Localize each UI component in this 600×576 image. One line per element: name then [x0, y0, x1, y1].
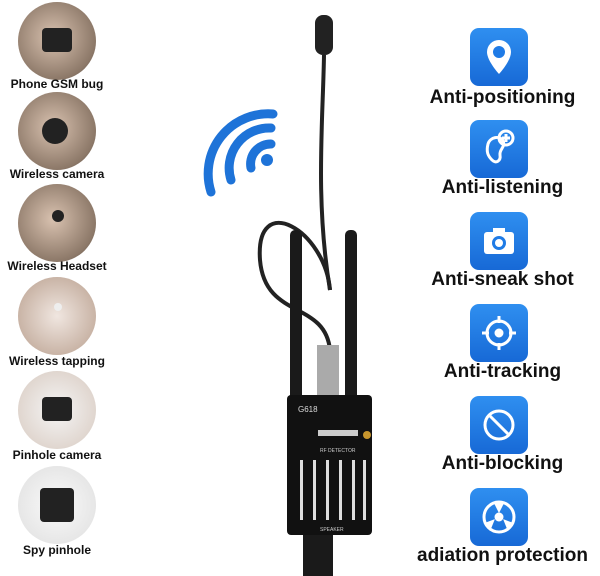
speaker-label: SPEAKER: [320, 527, 344, 533]
ear-icon: [470, 120, 528, 178]
feature-label: adiation protection: [417, 545, 588, 566]
thumb-label: Wireless camera: [9, 167, 105, 181]
thumb-label: Spy pinhole: [22, 543, 91, 557]
device-illustration: G618 RF DETECTOR SPEAKER: [203, 15, 372, 576]
location-pin-icon: [470, 28, 528, 86]
radiation-icon: [470, 488, 528, 546]
thumb-wireless-headset: [18, 184, 96, 262]
feature-label: Anti-listening: [441, 177, 564, 198]
thumb-spy-pinhole: [18, 466, 96, 544]
thumb-wireless-tapping: [18, 277, 96, 355]
model-label: G618: [298, 405, 318, 414]
feature-label: Anti-sneak shot: [431, 269, 574, 290]
wireless-signal-icon: [203, 109, 278, 197]
panel-label: RF DETECTOR: [320, 448, 356, 454]
camera-icon: [470, 212, 528, 270]
thumb-label: Pinhole camera: [12, 448, 102, 462]
thumb-phone-gsm-bug: [18, 2, 96, 80]
feature-label: Anti-tracking: [443, 361, 562, 382]
thumb-pinhole-camera: [18, 371, 96, 449]
thumb-label: Wireless tapping: [9, 354, 105, 368]
crosshair-icon: [470, 304, 528, 362]
thumb-label: Phone GSM bug: [10, 77, 104, 91]
thumb-label: Wireless Headset: [7, 259, 107, 273]
thumb-wireless-camera: [18, 92, 96, 170]
feature-label: Anti-blocking: [441, 453, 564, 474]
prohibited-icon: [470, 396, 528, 454]
feature-label: Anti-positioning: [429, 87, 576, 108]
